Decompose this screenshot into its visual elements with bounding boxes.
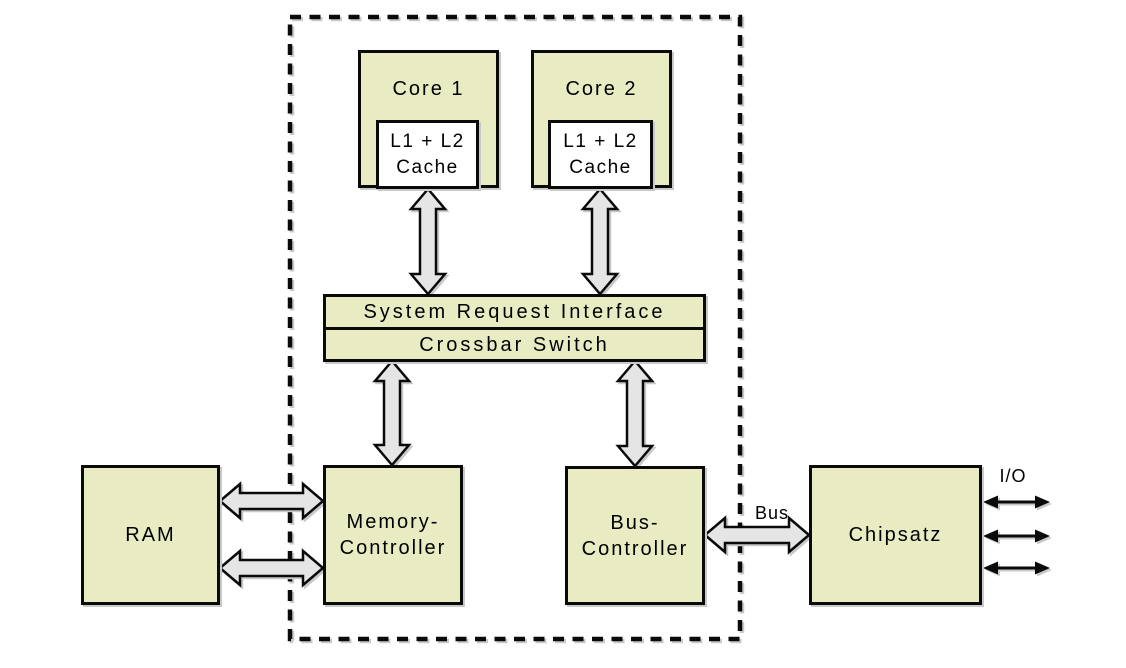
chipset-label: Chipsatz (848, 524, 943, 546)
arrow-io-3 (983, 561, 1050, 575)
arrow-core1-sri (408, 187, 448, 296)
ram-label: RAM (125, 524, 176, 546)
bus-label: Bus (754, 503, 790, 523)
arrow-crossbar-memory-controller (372, 359, 412, 467)
core1-label: Core 1 (392, 78, 465, 100)
arrow-core2-sri (580, 187, 620, 296)
crossbar-switch-label: Crossbar Switch (419, 333, 610, 356)
memory-controller-box: Memory- Controller (323, 465, 463, 605)
bus-controller-box: Bus- Controller (565, 466, 705, 605)
arrow-ram-memory-controller-upper (218, 481, 325, 521)
cache1-box: L1 + L2 Cache (376, 120, 479, 189)
system-request-interface-label: System Request Interface (363, 301, 666, 323)
arrow-io-2 (983, 529, 1050, 543)
cpu-die-boundary-dashed-rect (287, 14, 743, 642)
core2-label: Core 2 (565, 78, 638, 100)
arrow-crossbar-bus-controller (615, 359, 655, 468)
chipset-box: Chipsatz (809, 465, 982, 605)
memory-controller-label: Memory- Controller (339, 511, 447, 559)
io-label: I/O (999, 466, 1027, 486)
arrow-io-1 (983, 495, 1050, 509)
arrow-ram-memory-controller-lower (218, 548, 325, 588)
system-request-interface-box: System Request Interface (323, 294, 706, 327)
ram-box: RAM (81, 465, 220, 605)
bus-controller-label: Bus- Controller (581, 511, 689, 560)
cache1-label: L1 + L2 Cache (390, 130, 465, 178)
cache2-label: L1 + L2 Cache (563, 130, 638, 178)
cache2-box: L1 + L2 Cache (548, 120, 653, 189)
crossbar-switch-box: Crossbar Switch (323, 327, 706, 362)
